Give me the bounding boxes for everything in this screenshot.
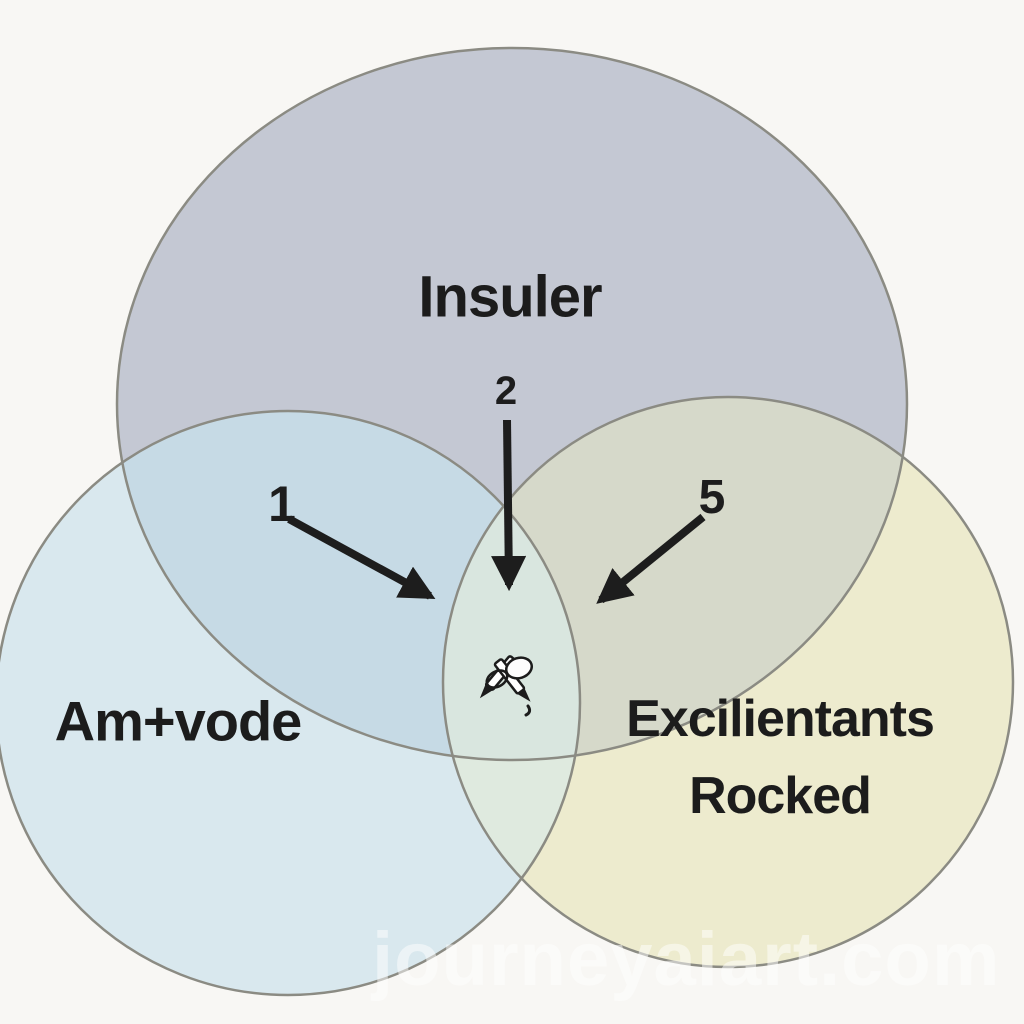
circle-left-label: Am+vode	[54, 689, 303, 753]
circle-right-label-line1: Excilientants	[626, 690, 935, 748]
overlap-top-left	[117, 411, 580, 760]
circle-right-label: Excilientants Rocked	[626, 681, 935, 835]
watermark: journeyaiart.com	[372, 917, 1001, 1002]
circle-top-label: Insuler	[418, 264, 602, 330]
circle-right-outline	[441, 395, 1015, 969]
arrow-3-label: 5	[699, 471, 726, 524]
arrow-1-label: 1	[268, 476, 296, 532]
arrow-2-label: 2	[495, 369, 517, 413]
circle-left-outline	[0, 409, 582, 997]
arrow-3	[596, 513, 706, 604]
crossed-pens-icon	[479, 655, 533, 717]
arrow-2	[491, 419, 527, 592]
circle-top-outline	[115, 46, 909, 762]
arrow-1	[287, 515, 436, 600]
circle-right-label-line2: Rocked	[689, 767, 872, 825]
